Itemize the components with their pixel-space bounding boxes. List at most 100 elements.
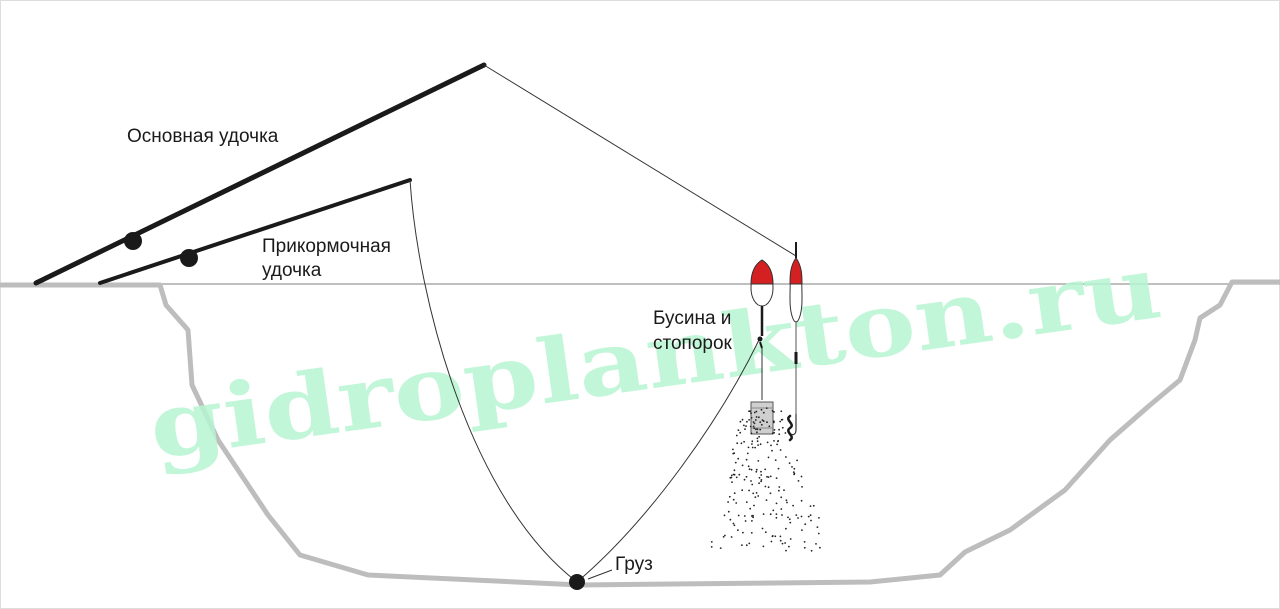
groundbait-particle — [787, 516, 789, 519]
groundbait-particle — [748, 419, 750, 421]
groundbait-particle — [727, 501, 729, 503]
groundbait-particle — [737, 429, 740, 432]
groundbait-particle — [817, 532, 820, 535]
groundbait-particle — [754, 496, 757, 498]
groundbait-particle — [762, 545, 765, 548]
groundbait-particle — [767, 456, 770, 459]
feeder-rod-reel — [180, 249, 198, 267]
groundbait-particle — [730, 474, 733, 477]
groundbait-particle — [728, 495, 731, 498]
groundbait-particle — [771, 432, 774, 435]
groundbait-particle — [733, 469, 736, 472]
groundbait-particle — [737, 529, 739, 532]
groundbait-particle — [785, 456, 787, 458]
groundbait-particle — [775, 502, 778, 505]
groundbait-particle — [758, 476, 761, 479]
groundbait-particle — [774, 459, 777, 461]
groundbait-particle — [773, 411, 775, 413]
groundbait-particle — [743, 478, 746, 481]
groundbait-particle — [809, 505, 812, 507]
groundbait-particle — [753, 411, 756, 414]
groundbait-particle — [742, 531, 744, 534]
groundbait-particle — [769, 513, 772, 516]
feeder-cage — [750, 401, 774, 435]
feeder-float — [750, 259, 774, 336]
groundbait-particle — [741, 544, 743, 546]
groundbait-particle — [801, 529, 803, 531]
groundbait-particle — [818, 517, 820, 519]
groundbait-particle — [801, 486, 803, 488]
groundbait-particle — [741, 489, 744, 492]
label-main-rod: Основная удочка — [127, 126, 279, 147]
groundbait-particle — [797, 480, 800, 482]
groundbait-particle — [743, 424, 745, 427]
groundbait-particle — [780, 496, 783, 499]
groundbait-particle — [781, 542, 784, 545]
groundbait-particle — [768, 425, 771, 428]
groundbait-particle — [736, 442, 739, 445]
groundbait-particle — [788, 545, 790, 548]
groundbait-particle — [807, 515, 810, 518]
weight-sinker — [569, 574, 585, 590]
groundbait-particle — [781, 514, 783, 516]
groundbait-particle — [753, 427, 756, 430]
main-line — [483, 64, 797, 257]
groundbait-particle — [732, 522, 735, 525]
stopper — [759, 341, 763, 349]
groundbait-particle — [775, 477, 778, 479]
groundbait-particle — [741, 464, 744, 467]
groundbait-particle — [734, 461, 737, 464]
groundbait-particle — [783, 489, 785, 491]
groundbait-particle — [741, 418, 744, 421]
groundbait-particle — [757, 495, 760, 497]
groundbait-particle — [752, 516, 754, 519]
groundbait-particle — [732, 448, 734, 451]
groundbait-particle — [751, 446, 754, 449]
groundbait-particle — [755, 468, 758, 471]
groundbait-particle — [785, 549, 787, 552]
groundbait-particle — [760, 480, 762, 483]
groundbait-particle — [760, 479, 763, 481]
groundbait-particle — [750, 480, 752, 482]
label-bead-line1: Бусина и — [653, 308, 731, 329]
groundbait-particle — [785, 527, 787, 530]
groundbait-particle — [780, 508, 783, 510]
groundbait-particle — [737, 457, 740, 460]
bead — [757, 336, 763, 342]
groundbait-particle — [779, 420, 782, 423]
groundbait-particle — [759, 443, 762, 446]
groundbait-particle — [774, 535, 777, 538]
main-rod — [33, 62, 487, 286]
groundbait-particle — [757, 444, 759, 446]
main-rod-reel — [124, 232, 142, 250]
groundbait-particle — [759, 421, 762, 423]
groundbait-particle — [758, 435, 760, 438]
groundbait-particle — [746, 452, 749, 455]
groundbait-particle — [745, 458, 748, 461]
groundbait-particle — [789, 538, 792, 540]
groundbait-particle — [819, 546, 821, 549]
groundbait-particle — [749, 507, 752, 510]
bait-float — [789, 242, 803, 414]
groundbait-particle — [788, 462, 791, 464]
groundbait-particle — [729, 518, 732, 521]
groundbait-particle — [735, 502, 738, 504]
groundbait-particle — [816, 526, 819, 528]
groundbait-particle — [815, 543, 817, 545]
label-bead-line2: стопорок — [653, 333, 733, 354]
groundbait-particle — [746, 420, 748, 423]
groundbait-particle — [755, 410, 758, 413]
groundbait-particle — [723, 514, 726, 517]
groundbait-particle — [754, 446, 756, 449]
groundbait-particle — [761, 527, 764, 530]
groundbait-particle — [770, 444, 772, 447]
groundbait-particle — [793, 472, 796, 475]
feeder-line-down — [409, 179, 578, 583]
groundbait-particle — [744, 428, 746, 430]
groundbait-particle — [777, 467, 780, 470]
groundbait-particle — [778, 433, 781, 436]
label-feeder-rod-line2: удочка — [262, 260, 322, 281]
groundbait-particle — [750, 532, 753, 534]
